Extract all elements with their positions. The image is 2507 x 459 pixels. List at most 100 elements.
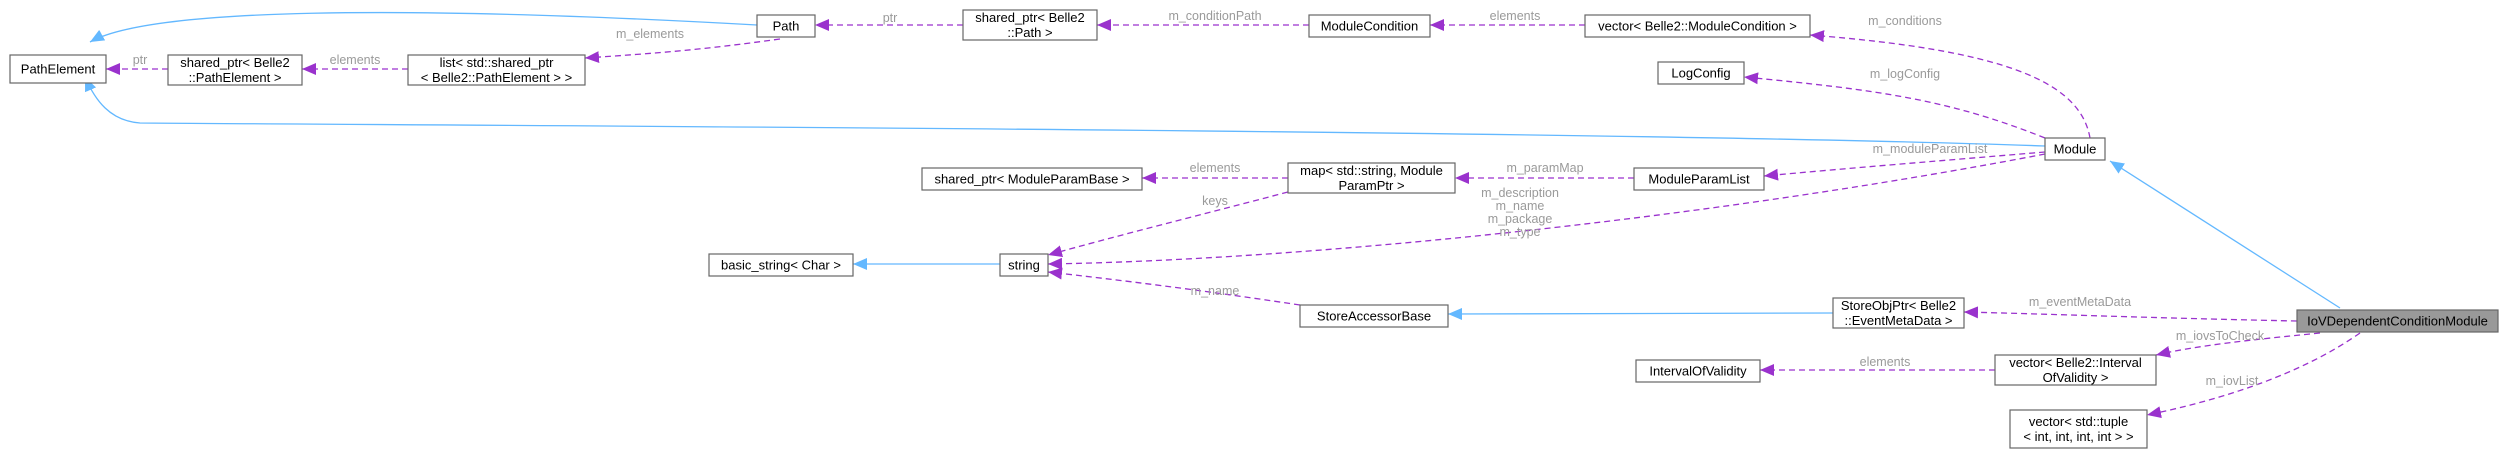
usage-module-to-vector-module-condition bbox=[1809, 30, 2091, 139]
edge-label-m-event-meta-data: m_eventMetaData bbox=[2029, 295, 2131, 309]
edge-label-module-strings: m_description bbox=[1481, 186, 1559, 200]
node-box bbox=[962, 9, 1098, 41]
node-box bbox=[756, 14, 816, 38]
node-basic-string-char[interactable]: basic_string< Char > bbox=[708, 253, 854, 277]
node-path[interactable]: Path bbox=[756, 14, 816, 38]
node-list-shared-ptr[interactable]: list< std::shared_ptr< Belle2::PathEleme… bbox=[407, 54, 586, 86]
node-box bbox=[1832, 297, 1965, 329]
inherit-store-obj-ptr-from-store-accessor bbox=[1447, 307, 1834, 320]
node-box bbox=[407, 54, 586, 86]
node-shared-ptr-path[interactable]: shared_ptr< Belle2::Path > bbox=[962, 9, 1098, 41]
node-label: basic_string< Char > bbox=[721, 258, 841, 273]
usage-iov-module-to-store-obj-ptr bbox=[1963, 306, 2298, 322]
usage-module-to-string bbox=[1047, 153, 2046, 270]
node-label: ::EventMetaData > bbox=[1844, 313, 1952, 328]
node-label: StoreAccessorBase bbox=[1317, 309, 1431, 324]
node-label: < int, int, int, int > > bbox=[2023, 429, 2133, 444]
node-box bbox=[921, 167, 1143, 191]
node-box bbox=[167, 54, 303, 86]
node-label: Module bbox=[2054, 142, 2097, 157]
edges bbox=[84, 11, 2361, 419]
node-string[interactable]: string bbox=[999, 253, 1049, 277]
node-label: vector< Belle2::Interval bbox=[2009, 355, 2142, 370]
edge-label-module-strings: m_type bbox=[1500, 225, 1541, 239]
usage-store-accessor-to-string bbox=[1047, 267, 1301, 306]
node-shared-ptr-module-param-base[interactable]: shared_ptr< ModuleParamBase > bbox=[921, 167, 1143, 191]
edge-label-ptr-path-element: ptr bbox=[133, 53, 148, 67]
node-box bbox=[708, 253, 854, 277]
node-vector-module-condition[interactable]: vector< Belle2::ModuleCondition > bbox=[1584, 14, 1811, 38]
edge-label-module-strings: m_name bbox=[1496, 199, 1545, 213]
node-interval-of-validity[interactable]: IntervalOfValidity bbox=[1635, 359, 1761, 383]
node-module[interactable]: Module bbox=[2044, 137, 2106, 161]
node-vector-tuple[interactable]: vector< std::tuple< int, int, int, int >… bbox=[2009, 409, 2148, 449]
node-box bbox=[1299, 304, 1449, 328]
node-label: shared_ptr< Belle2 bbox=[180, 55, 290, 70]
inherit-module-from-path-element bbox=[84, 76, 2046, 147]
node-box bbox=[1584, 14, 1811, 38]
node-label: vector< std::tuple bbox=[2029, 414, 2128, 429]
node-label: IntervalOfValidity bbox=[1649, 364, 1747, 379]
node-label: < Belle2::PathElement > > bbox=[421, 70, 572, 85]
node-module-param-list[interactable]: ModuleParamList bbox=[1633, 167, 1765, 191]
node-log-config[interactable]: LogConfig bbox=[1657, 61, 1745, 85]
nodes: PathElement shared_ptr< Belle2::PathEleme… bbox=[9, 9, 2499, 449]
node-label: ::PathElement > bbox=[189, 70, 282, 85]
node-iov-dependent-condition-module[interactable]: IoVDependentConditionModule bbox=[2296, 309, 2499, 333]
edge-label-m-module-param-list: m_moduleParamList bbox=[1873, 142, 1988, 156]
node-box bbox=[1657, 61, 1745, 85]
edge-label-m-elements: m_elements bbox=[616, 27, 684, 41]
node-box bbox=[1633, 167, 1765, 191]
node-label: shared_ptr< ModuleParamBase > bbox=[934, 172, 1129, 187]
node-box bbox=[9, 54, 107, 84]
node-label: ::Path > bbox=[1007, 25, 1052, 40]
node-label: ModuleCondition bbox=[1321, 19, 1419, 34]
node-label: map< std::string, Module bbox=[1300, 163, 1443, 178]
node-box bbox=[1287, 162, 1456, 194]
usage-map-to-string bbox=[1047, 191, 1289, 258]
edge-label-m-name-store: m_name bbox=[1191, 284, 1240, 298]
edge-label-m-condition-path: m_conditionPath bbox=[1168, 9, 1261, 23]
inherit-path-from-path-element bbox=[89, 11, 758, 43]
node-box bbox=[1635, 359, 1761, 383]
node-label: ModuleParamList bbox=[1648, 172, 1750, 187]
node-module-condition[interactable]: ModuleCondition bbox=[1308, 14, 1431, 38]
edge-label-m-conditions: m_conditions bbox=[1868, 14, 1942, 28]
node-vector-interval-of-validity[interactable]: vector< Belle2::IntervalOfValidity > bbox=[1994, 354, 2157, 386]
usage-module-to-log-config bbox=[1743, 72, 2046, 139]
usage-module-to-module-param-list bbox=[1763, 151, 2046, 181]
edge-label-keys: keys bbox=[1202, 194, 1228, 208]
node-label: ParamPtr > bbox=[1338, 178, 1404, 193]
node-box bbox=[1994, 354, 2157, 386]
node-store-obj-ptr-event-meta-data[interactable]: StoreObjPtr< Belle2::EventMetaData > bbox=[1832, 297, 1965, 329]
node-box bbox=[2296, 309, 2499, 333]
node-label: vector< Belle2::ModuleCondition > bbox=[1598, 19, 1797, 34]
node-store-accessor-base[interactable]: StoreAccessorBase bbox=[1299, 304, 1449, 328]
edge-label-elements-path-element: elements bbox=[330, 53, 381, 67]
edge-label-elements-module-param-base: elements bbox=[1190, 161, 1241, 175]
usage-iov-module-to-vector-tuple bbox=[2146, 332, 2361, 419]
edge-label-module-strings: m_package bbox=[1488, 212, 1553, 226]
edge-label-m-log-config: m_logConfig bbox=[1870, 67, 1940, 81]
node-label: OfValidity > bbox=[2043, 370, 2109, 385]
node-label: shared_ptr< Belle2 bbox=[975, 10, 1085, 25]
node-box bbox=[2044, 137, 2106, 161]
edge-label-elements-module-condition: elements bbox=[1490, 9, 1541, 23]
node-shared-ptr-path-element[interactable]: shared_ptr< Belle2::PathElement > bbox=[167, 54, 303, 86]
node-label: StoreObjPtr< Belle2 bbox=[1841, 298, 1956, 313]
node-label: PathElement bbox=[21, 62, 96, 77]
usage-path-to-list bbox=[584, 38, 781, 64]
edge-label-m-iov-list: m_iovList bbox=[2206, 374, 2259, 388]
edge-label-elements-iov: elements bbox=[1860, 355, 1911, 369]
inherit-iov-module-from-module bbox=[2109, 160, 2341, 309]
node-label: Path bbox=[773, 19, 800, 34]
node-path-element[interactable]: PathElement bbox=[9, 54, 107, 84]
node-box bbox=[1308, 14, 1431, 38]
node-label: LogConfig bbox=[1671, 66, 1730, 81]
edge-label-m-iovs-to-check: m_iovsToCheck bbox=[2176, 329, 2265, 343]
usage-iov-module-to-vector-interval bbox=[2155, 332, 2321, 358]
edge-label-ptr-path: ptr bbox=[883, 11, 898, 25]
